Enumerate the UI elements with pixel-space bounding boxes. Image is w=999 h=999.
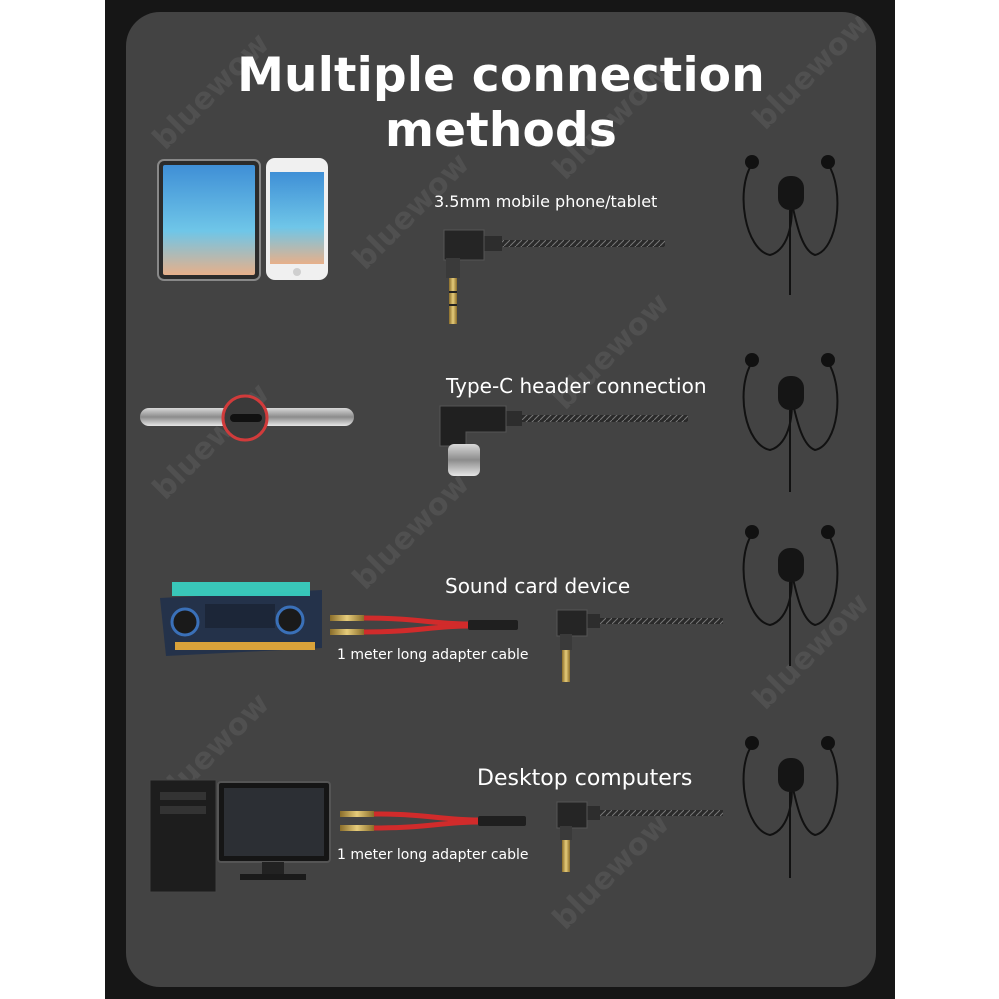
lavalier-mic-icon	[742, 353, 839, 492]
phone-tablet-icon	[157, 158, 328, 281]
page-title: Multiple connection methods	[237, 48, 765, 158]
lavalier-mic-icon	[742, 736, 839, 878]
3-5mm-angle-plug-icon	[443, 229, 665, 324]
method-label-type-c: Type-C header connection	[446, 374, 707, 398]
usb-c-angle-plug-icon	[439, 405, 688, 476]
lavalier-mic-icon	[742, 525, 839, 666]
usb-c-phone-icon	[140, 394, 354, 442]
method-label-3-5mm: 3.5mm mobile phone/tablet	[434, 192, 658, 211]
method-label-sound-card: Sound card device	[445, 574, 631, 598]
cable-label-desktop: 1 meter long adapter cable	[337, 847, 529, 863]
3-5mm-angle-plug-icon	[556, 609, 723, 682]
cable-label-sound-card: 1 meter long adapter cable	[337, 647, 529, 663]
adapter-cable-icon	[330, 615, 518, 635]
lavalier-mic-icon	[742, 155, 839, 295]
sound-card-icon	[160, 582, 322, 656]
desktop-computer-icon	[149, 779, 331, 893]
method-label-desktop: Desktop computers	[477, 766, 693, 791]
3-5mm-angle-plug-icon	[556, 801, 723, 872]
adapter-cable-icon	[340, 811, 526, 831]
